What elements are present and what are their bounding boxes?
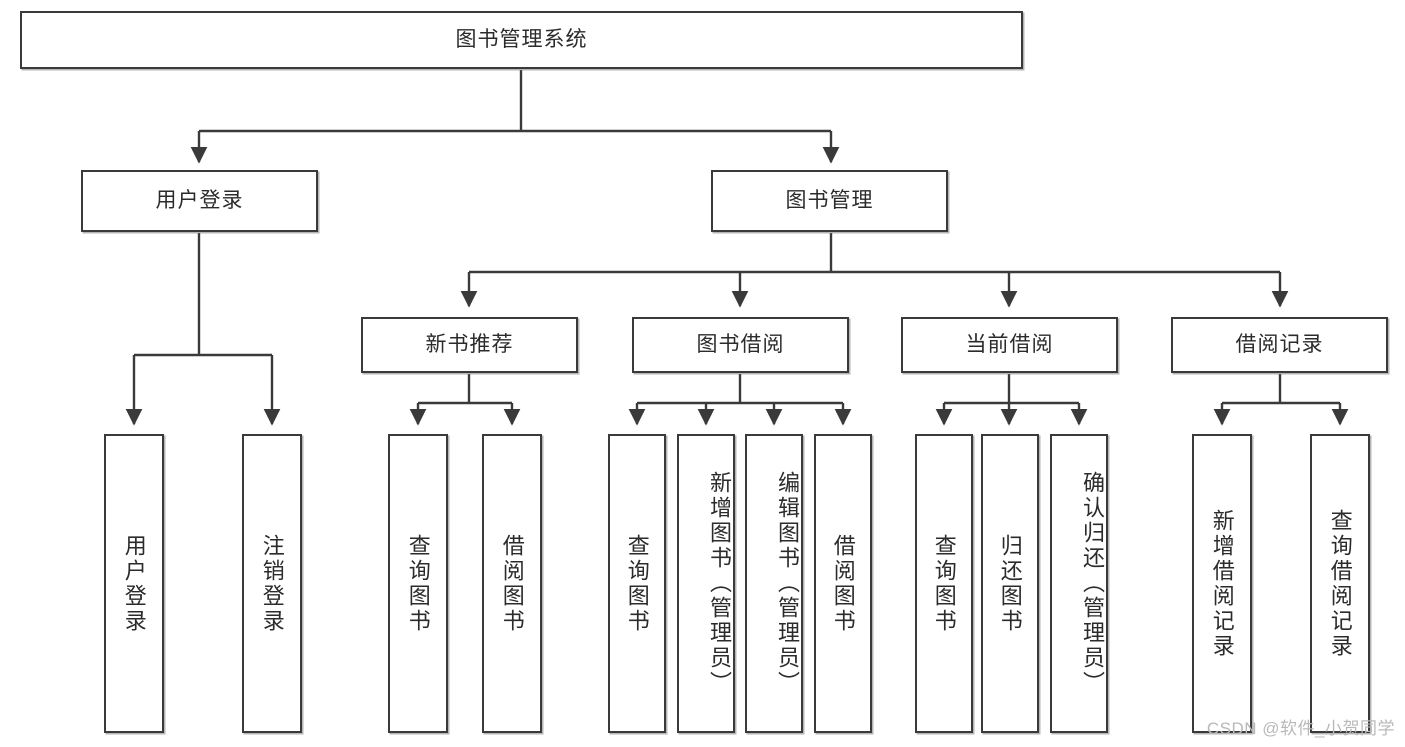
leaf-borrow-book-2-label: 借阅图书 bbox=[830, 533, 856, 634]
csdn-watermark: CSDN @软件_小贺同学 bbox=[1206, 719, 1395, 738]
leaf-user-logout[interactable]: 注销登录 bbox=[242, 434, 302, 733]
leaf-borrow-book-1[interactable]: 借阅图书 bbox=[482, 434, 542, 733]
leaf-edit-book[interactable]: 编辑图书（管理员） bbox=[745, 434, 803, 733]
leaf-add-book[interactable]: 新增图书（管理员） bbox=[677, 434, 735, 733]
node-new-book-recommend-label: 新书推荐 bbox=[425, 333, 514, 357]
node-new-book-recommend[interactable]: 新书推荐 bbox=[361, 317, 578, 373]
leaf-query-book-1-label: 查询图书 bbox=[405, 533, 431, 634]
leaf-edit-book-label: 编辑图书（管理员） bbox=[775, 471, 800, 696]
node-borrow-record-label: 借阅记录 bbox=[1235, 333, 1324, 357]
node-root-label: 图书管理系统 bbox=[455, 28, 588, 52]
node-book-management[interactable]: 图书管理 bbox=[711, 170, 948, 232]
leaf-query-book-2[interactable]: 查询图书 bbox=[608, 434, 666, 733]
node-current-borrow[interactable]: 当前借阅 bbox=[901, 317, 1118, 373]
leaf-query-book-2-label: 查询图书 bbox=[624, 533, 650, 634]
leaf-query-book-3-label: 查询图书 bbox=[931, 533, 957, 634]
leaf-query-record-label: 查询借阅记录 bbox=[1327, 508, 1353, 659]
node-user-login-label: 用户登录 bbox=[155, 189, 244, 213]
leaf-return-book[interactable]: 归还图书 bbox=[981, 434, 1039, 733]
leaf-query-record[interactable]: 查询借阅记录 bbox=[1310, 434, 1370, 733]
leaf-add-record-label: 新增借阅记录 bbox=[1209, 508, 1235, 659]
leaf-confirm-return-label: 确认归还（管理员） bbox=[1080, 471, 1105, 696]
leaf-borrow-book-1-label: 借阅图书 bbox=[499, 533, 525, 634]
node-book-management-label: 图书管理 bbox=[785, 189, 874, 213]
node-book-borrow-label: 图书借阅 bbox=[696, 333, 785, 357]
leaf-add-book-label: 新增图书（管理员） bbox=[707, 471, 732, 696]
node-user-login[interactable]: 用户登录 bbox=[81, 170, 318, 232]
leaf-return-book-label: 归还图书 bbox=[997, 533, 1023, 634]
node-root[interactable]: 图书管理系统 bbox=[20, 11, 1023, 69]
leaf-user-login[interactable]: 用户登录 bbox=[104, 434, 164, 733]
node-current-borrow-label: 当前借阅 bbox=[965, 333, 1054, 357]
leaf-borrow-book-2[interactable]: 借阅图书 bbox=[814, 434, 872, 733]
leaf-add-record[interactable]: 新增借阅记录 bbox=[1192, 434, 1252, 733]
leaf-user-login-label: 用户登录 bbox=[121, 533, 147, 634]
leaf-query-book-3[interactable]: 查询图书 bbox=[915, 434, 973, 733]
leaf-user-logout-label: 注销登录 bbox=[259, 533, 285, 634]
node-book-borrow[interactable]: 图书借阅 bbox=[632, 317, 849, 373]
node-borrow-record[interactable]: 借阅记录 bbox=[1171, 317, 1388, 373]
leaf-confirm-return[interactable]: 确认归还（管理员） bbox=[1050, 434, 1108, 733]
leaf-query-book-1[interactable]: 查询图书 bbox=[388, 434, 448, 733]
